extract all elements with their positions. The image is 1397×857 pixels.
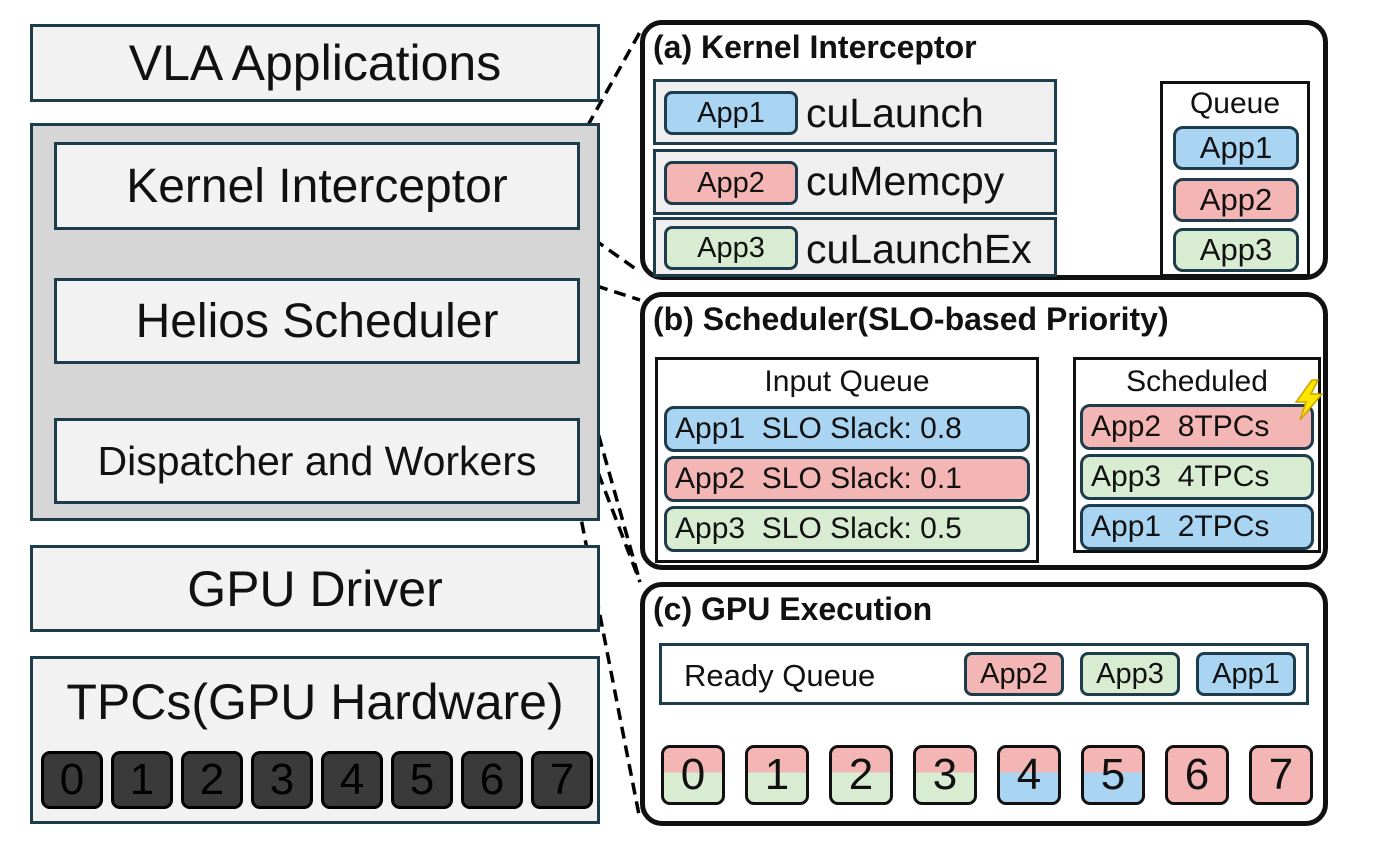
vla-applications-label: VLA Applications [128, 35, 502, 91]
tpcs-hardware-label: TPCs(GPU Hardware) [66, 674, 564, 730]
zoom-line-a-bottom [576, 226, 642, 274]
helios-scheduler-box: Helios Scheduler [54, 278, 580, 364]
exec-tpc-1: 1 [745, 745, 809, 805]
app1-tag: App1 [664, 91, 798, 135]
app2-tag: App2 [664, 161, 798, 205]
call-culaunchex: cuLaunchEx [806, 226, 1032, 272]
hw-tpc-7: 7 [531, 751, 593, 809]
hw-tpc-1: 1 [111, 751, 173, 809]
kernel-interceptor-box: Kernel Interceptor [54, 142, 580, 230]
interceptor-queue: Queue App1 App2 App3 [1160, 81, 1310, 277]
ready-item-app1: App1 [1196, 652, 1296, 696]
hw-tpc-5: 5 [391, 751, 453, 809]
dispatcher-workers-label: Dispatcher and Workers [97, 437, 537, 484]
input-queue-title: Input Queue [764, 365, 930, 398]
helios-scheduler-label: Helios Scheduler [135, 294, 499, 348]
panel-b-title: (b) Scheduler(SLO-based Priority) [653, 301, 1169, 337]
hw-tpc-0: 0 [41, 751, 103, 809]
lightning-icon [1294, 379, 1324, 421]
scheduled-item-app2: App2 8TPCs [1080, 404, 1314, 450]
exec-tpc-3: 3 [913, 745, 977, 805]
scheduler-panel: (b) Scheduler(SLO-based Priority) Input … [640, 292, 1328, 570]
input-item-app3: App3 SLO Slack: 0.5 [664, 506, 1030, 552]
call-culaunch: cuLaunch [806, 90, 984, 136]
ready-item-app3: App3 [1080, 652, 1180, 696]
scheduled-item-app1: App1 2TPCs [1080, 504, 1314, 550]
ready-queue: Ready Queue App2 App3 App1 [659, 643, 1309, 705]
call-row-3: App3 cuLaunchEx [653, 217, 1057, 277]
vla-applications-box: VLA Applications [30, 24, 600, 102]
exec-tpc-7: 7 [1249, 745, 1313, 805]
tpcs-hardware-box: TPCs(GPU Hardware) 0 1 2 3 4 5 6 7 [30, 656, 600, 824]
queue-item-app2: App2 [1173, 178, 1299, 222]
gpu-driver-label: GPU Driver [187, 560, 443, 617]
app3-tag: App3 [664, 226, 798, 270]
gpu-execution-panel: (c) GPU Execution Ready Queue App2 App3 … [640, 582, 1328, 826]
input-item-app1: App1 SLO Slack: 0.8 [664, 406, 1030, 452]
hw-tpc-3: 3 [251, 751, 313, 809]
queue-item-app3: App3 [1173, 228, 1299, 272]
input-queue: Input Queue App1 SLO Slack: 0.8 App2 SLO… [655, 357, 1039, 563]
scheduled-queue: Scheduled App2 8TPCs App3 4TPCs App1 2TP… [1073, 357, 1324, 553]
gpu-driver-box: GPU Driver [30, 545, 600, 632]
hw-tpc-2: 2 [181, 751, 243, 809]
ready-item-app2: App2 [964, 652, 1064, 696]
call-row-2: App2 cuMemcpy [653, 149, 1057, 215]
queue-item-app1: App1 [1173, 126, 1299, 170]
exec-tpc-4: 4 [997, 745, 1061, 805]
panel-c-title: (c) GPU Execution [653, 591, 933, 627]
exec-tpc-5: 5 [1081, 745, 1145, 805]
exec-tpc-2: 2 [829, 745, 893, 805]
zoom-line-c-bottom [576, 502, 642, 821]
input-item-app2: App2 SLO Slack: 0.1 [664, 456, 1030, 502]
kernel-interceptor-panel: (a) Kernel Interceptor App1 cuLaunch App… [640, 20, 1328, 280]
scheduled-item-app3: App3 4TPCs [1080, 454, 1314, 500]
hw-tpc-6: 6 [461, 751, 523, 809]
exec-tpc-0: 0 [661, 745, 725, 805]
call-row-1: App1 cuLaunch [653, 79, 1057, 145]
call-cumemcpy: cuMemcpy [806, 158, 1005, 204]
dispatcher-workers-box: Dispatcher and Workers [54, 418, 580, 504]
exec-tpc-6: 6 [1165, 745, 1229, 805]
panel-a-title: (a) Kernel Interceptor [653, 29, 977, 65]
queue-title: Queue [1189, 87, 1281, 120]
hw-tpc-4: 4 [321, 751, 383, 809]
kernel-interceptor-label: Kernel Interceptor [126, 159, 508, 213]
ready-queue-label: Ready Queue [684, 658, 876, 693]
scheduled-title: Scheduled [1126, 365, 1268, 398]
